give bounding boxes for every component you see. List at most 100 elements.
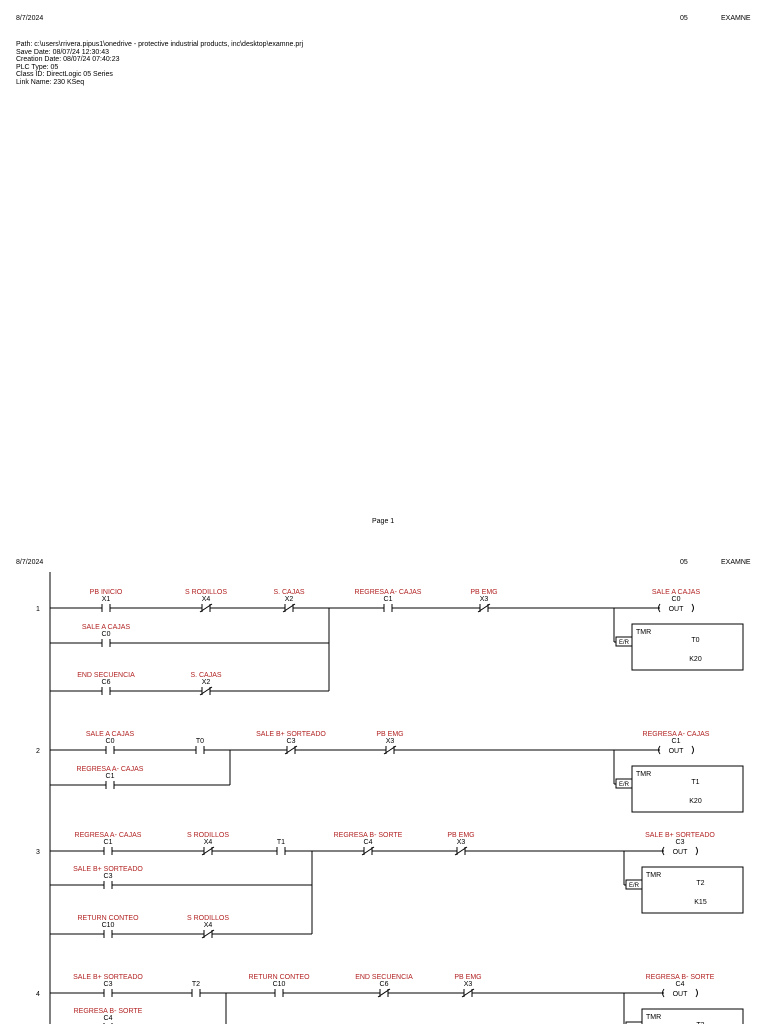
contact-address: C3 [104,981,113,988]
rung-number: 3 [36,849,40,856]
timer-box [641,866,744,914]
rung-number: 4 [36,991,40,998]
coil-description: SALE B+ SORTEADO [645,832,715,839]
contact-t1: T1 [269,839,293,855]
contact-address: C4 [104,1015,113,1022]
timer-title: TMR [646,872,661,879]
contact-address: X3 [464,981,473,988]
contact-address: C10 [102,922,115,929]
contact-description: REGRESA B- SORTE [74,1008,143,1015]
contact-address: X4 [202,596,211,603]
timer-enable-box [625,1021,643,1024]
timer-block: E/RTMRT3 [623,993,744,1024]
contact-address: T0 [196,738,204,745]
info-path: Path: c:\users\rrivera.pipus1\onedrive -… [16,41,304,48]
contact-description: SALE A CAJAS [86,731,135,738]
timer-preset: K20 [689,798,702,805]
contact-address: C1 [384,596,393,603]
coil-left-arc [658,603,661,613]
timer-enable-label: E/R [619,782,630,788]
timer-address: T0 [691,637,699,644]
contact-address: C1 [104,839,113,846]
contact-description: PB INICIO [90,589,123,596]
coil-address: C4 [676,981,685,988]
coil-address: C3 [676,839,685,846]
coil-kind: OUT [669,748,685,755]
contact-description: END SECUENCIA [77,672,135,679]
contact-address: T1 [277,839,285,846]
contact-description: PB EMG [454,974,481,981]
coil-description: REGRESA A- CAJAS [643,731,710,738]
contact-address: X1 [102,596,111,603]
contact-description: S RODILLOS [187,915,229,922]
coil-address: C0 [672,596,681,603]
contact-address: C6 [380,981,389,988]
coil-description: REGRESA B- SORTE [646,974,715,981]
contact-address: C10 [273,981,286,988]
timer-title: TMR [646,1014,661,1021]
contact-address: T2 [192,981,200,988]
project-info: Path: c:\users\rrivera.pipus1\onedrive -… [16,41,303,87]
contact-address: C1 [106,773,115,780]
page2-header-date: 8/7/2024 [16,559,44,566]
page2-header-plc-type: 05 [680,559,688,566]
contact-address: C6 [102,679,111,686]
contact-description: REGRESA A- CAJAS [75,832,142,839]
contact-description: PB EMG [470,589,497,596]
coil-description: SALE A CAJAS [652,589,701,596]
rung-number: 1 [36,606,40,613]
info-save-date: Save Date: 08/07/24 12:30:43 [16,48,110,56]
coil-right-arc [695,846,698,856]
coil-kind: OUT [669,606,685,613]
timer-enable-label: E/R [619,640,630,646]
contact-description: SALE B+ SORTEADO [73,974,143,981]
contact-description: PB EMG [447,832,474,839]
contact-description: PB EMG [376,731,403,738]
page2-header-program: EXAMNE [721,559,751,566]
contact-address: X2 [202,679,211,686]
timer-address: T3 [696,1022,704,1024]
timer-title: TMR [636,629,651,636]
contact-address: C3 [104,873,113,880]
timer-box [631,765,744,813]
contact-description: SALE A CAJAS [82,624,131,631]
contact-address: X2 [285,596,294,603]
info-class-id: Class ID: DirectLogic 05 Series [16,71,113,79]
contact-description: END SECUENCIA [355,974,413,981]
coil-right-arc [695,988,698,998]
contact-description: REGRESA B- SORTE [334,832,403,839]
contact-address: C0 [106,738,115,745]
page1-header-plc-type: 05 [680,15,688,22]
contact-description: RETURN CONTEO [77,915,139,922]
coil-left-arc [658,745,661,755]
contact-description: SALE B+ SORTEADO [73,866,143,873]
coil-kind: OUT [673,991,689,998]
timer-enable-label: E/R [629,883,640,889]
contact-address: X4 [204,839,213,846]
rung-number: 2 [36,748,40,755]
